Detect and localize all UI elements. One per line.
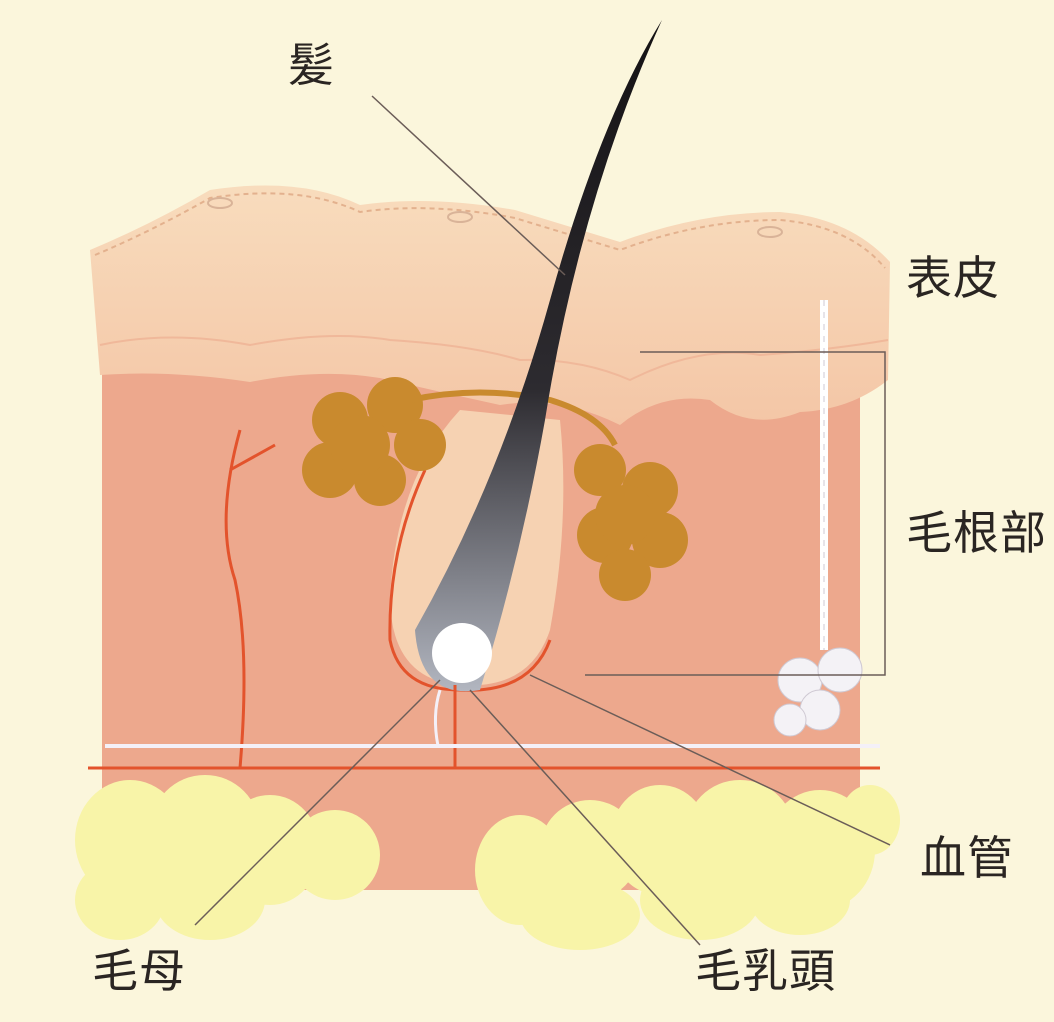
- hair-matrix-label: 毛母: [92, 944, 186, 998]
- hair-shaft: [415, 20, 662, 692]
- sebaceous-gland: [302, 377, 688, 601]
- blood-vessels: [88, 429, 880, 770]
- hair-label: 髪: [288, 38, 335, 92]
- blood-vessel-label: 血管: [920, 831, 1014, 885]
- leader-lines: [194, 95, 891, 946]
- hair-root-label: 毛根部: [906, 506, 1047, 560]
- dermal-papilla: [432, 623, 492, 683]
- dermal-papilla-label: 毛乳頭: [695, 944, 836, 998]
- epidermis-label: 表皮: [906, 251, 1000, 305]
- epidermis-layer: [90, 185, 890, 425]
- sweat-gland: [773, 300, 863, 737]
